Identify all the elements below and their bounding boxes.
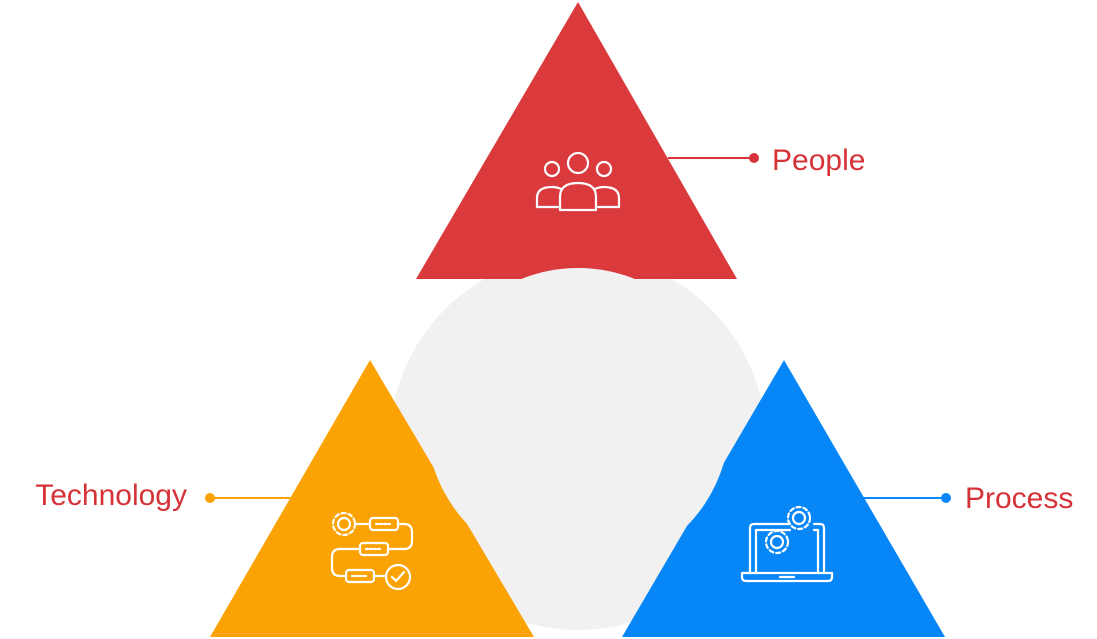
laptop-gears-icon <box>740 505 834 583</box>
label-people: People <box>772 144 865 177</box>
label-technology: Technology <box>35 479 187 512</box>
center-circle <box>390 254 766 630</box>
workflow-gears-icon <box>330 511 414 591</box>
label-process: Process <box>965 482 1073 515</box>
connector-process <box>862 493 951 503</box>
segment-technology <box>210 360 534 637</box>
connector-people <box>668 153 759 163</box>
segment-process <box>622 360 945 637</box>
connector-technology <box>205 493 294 503</box>
people-group-icon <box>535 151 621 212</box>
segment-people <box>416 2 737 279</box>
